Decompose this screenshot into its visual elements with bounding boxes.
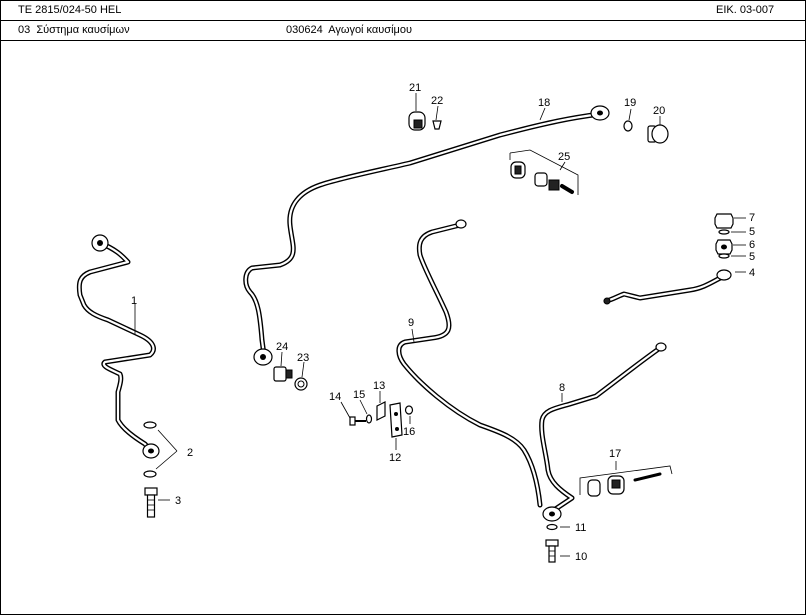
fuel-pipe-4 (603, 269, 732, 305)
fuel-pipe-1 (76, 234, 160, 459)
callout-25: 25 (558, 151, 570, 163)
callout-5-lower: 5 (749, 251, 755, 263)
callout-2: 2 (187, 447, 193, 459)
nut-7 (714, 213, 734, 229)
fuel-pipe-18 (243, 105, 610, 366)
washer-11 (546, 523, 558, 531)
sealing-ring-23 (294, 377, 308, 391)
banjo-bolt-3 (144, 487, 158, 518)
callout-24: 24 (276, 341, 288, 353)
callout-4: 4 (749, 267, 755, 279)
group-title: 03 Σύστημα καυσίμων (18, 24, 130, 36)
callout-12: 12 (389, 452, 401, 464)
callout-23: 23 (297, 352, 309, 364)
washer-19 (623, 120, 633, 132)
banjo-bolt-10 (545, 539, 559, 563)
subgroup-title: 030624 Αγωγοί καυσίμου (286, 24, 413, 36)
model-code: TE 2815/024-50 HEL (18, 4, 122, 16)
callout-17: 17 (609, 448, 621, 460)
callout-14: 14 (329, 391, 341, 403)
bracket-12 (389, 402, 403, 438)
header-row-2: 03 Σύστημα καυσίμων 030624 Αγωγοί καυσίμ… (0, 20, 806, 41)
callout-10: 10 (575, 551, 587, 563)
seal-rings-2 (143, 421, 157, 478)
callout-13: 13 (373, 380, 385, 392)
figure-number: EIK. 03-007 (716, 4, 775, 16)
callout-5-upper: 5 (749, 226, 755, 238)
fuel-pipe-9 (396, 219, 543, 508)
clip-13 (376, 401, 386, 421)
callout-8: 8 (559, 382, 565, 394)
callout-15: 15 (353, 389, 365, 401)
callout-3: 3 (175, 495, 181, 507)
washer-5-lower (718, 253, 730, 259)
callout-7: 7 (749, 212, 755, 224)
cap-20 (647, 124, 669, 144)
screw-22 (432, 120, 442, 130)
callout-16: 16 (403, 426, 415, 438)
leader-lines (134, 93, 746, 557)
exploded-parts-diagram: 1 2 3 4 5 5 6 7 8 9 10 11 12 13 14 15 16… (76, 82, 755, 563)
nut-16 (404, 405, 414, 415)
union-nut-24 (273, 366, 293, 382)
nut-6 (715, 239, 733, 255)
callout-1: 1 (131, 295, 137, 307)
callout-21: 21 (409, 82, 421, 94)
washer-5-upper (718, 229, 730, 235)
callout-18: 18 (538, 97, 550, 109)
clamp-set-25 (509, 149, 579, 195)
callout-22: 22 (431, 95, 443, 107)
callout-9: 9 (408, 317, 414, 329)
callout-11: 11 (575, 522, 586, 534)
clamp-set-17 (579, 465, 673, 497)
washer-15 (365, 414, 373, 424)
clamp-21 (408, 111, 426, 131)
callout-numbers: 1 2 3 4 5 5 6 7 8 9 10 11 12 13 14 15 16… (131, 82, 755, 563)
callout-19: 19 (624, 97, 636, 109)
header-row-1: TE 2815/024-50 HEL EIK. 03-007 (0, 0, 806, 21)
callout-6: 6 (749, 239, 755, 251)
fuel-pipe-8 (539, 342, 667, 522)
callout-20: 20 (653, 105, 665, 117)
screw-14 (349, 416, 366, 426)
